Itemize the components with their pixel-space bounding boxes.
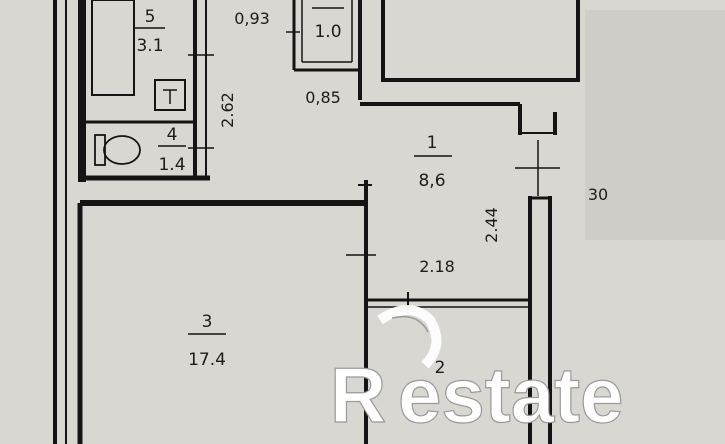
dimension-label: 0,93 [234,9,270,28]
right-exterior-wall [515,140,560,444]
svg-text:2: 2 [435,358,446,378]
upper-right-walls [360,0,580,135]
bath-block-walls [78,0,210,182]
watermark: R estate [329,305,624,440]
outer-left-wall [53,0,67,444]
room-5-label: 5 3.1 [135,7,165,56]
watermark-initial: R [330,351,386,439]
dimension-label: 2.44 [482,207,501,243]
dimension-label: 2.18 [419,257,455,276]
dimension-label: 0,85 [305,88,341,107]
svg-text:3: 3 [202,312,213,332]
svg-text:1.4: 1.4 [158,155,185,175]
dimension-label: 30 [588,185,608,204]
watermark-swoosh [377,305,442,369]
room-3-label: 3 17.4 [188,312,226,370]
svg-text:3.1: 3.1 [136,36,163,56]
svg-text:8,6: 8,6 [418,171,445,191]
faded-notes-area [585,10,725,240]
room-4-label: 4 1.4 [158,125,186,175]
dimension-label: 2.62 [218,92,237,128]
svg-text:1: 1 [427,133,438,153]
svg-text:1.0: 1.0 [314,22,341,42]
dimension-ticks [188,31,376,256]
living-room-walls [77,180,372,444]
svg-text:5: 5 [145,7,156,27]
room-1-label: 1 8,6 [414,133,452,191]
watermark-text: estate [398,351,623,439]
room-2-label: 2 [435,358,446,378]
closet-walls [292,0,362,100]
svg-text:17.4: 17.4 [188,350,226,370]
closet-label: 1.0 [312,7,344,42]
svg-text:4: 4 [167,125,178,145]
